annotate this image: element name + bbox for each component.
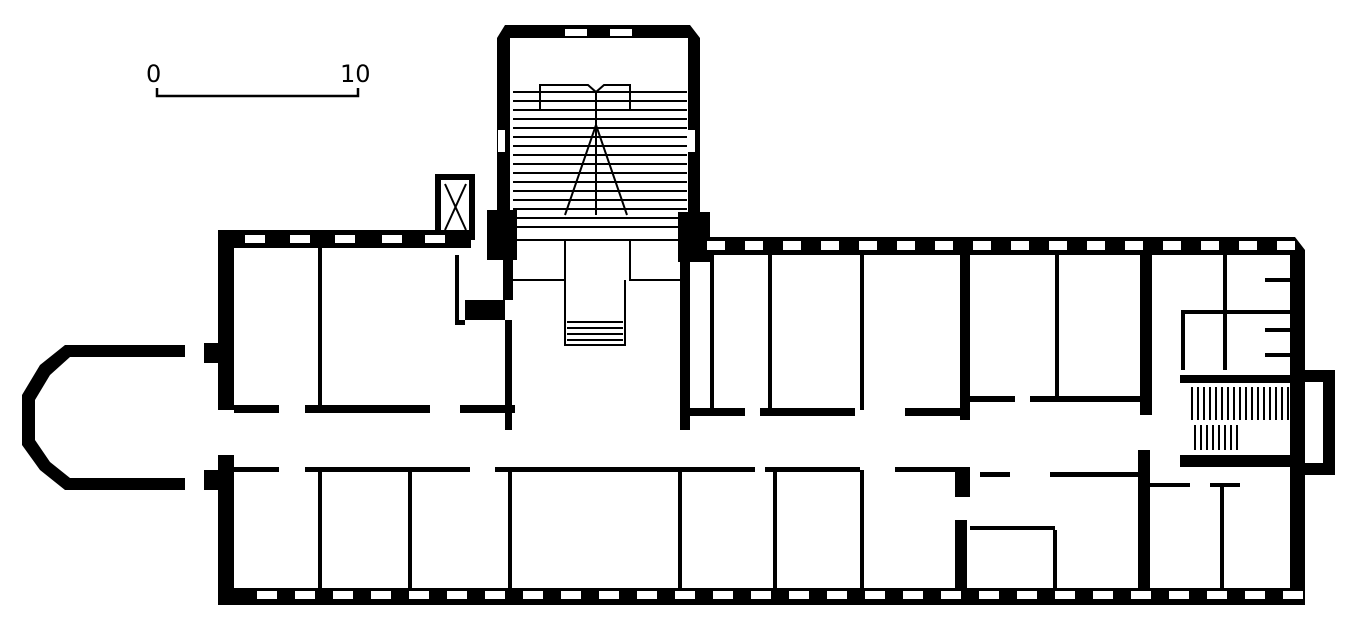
corridor-wall (690, 408, 745, 416)
entrance-stair-outline (512, 239, 680, 346)
window (751, 591, 771, 599)
corridor-wall (905, 408, 965, 416)
window (1017, 591, 1037, 599)
east-projection-bottom (1300, 463, 1335, 475)
partitions (318, 248, 1290, 590)
window (821, 241, 839, 250)
window (1011, 241, 1029, 250)
window (897, 241, 915, 250)
window (333, 591, 353, 599)
window (1087, 241, 1105, 250)
window (371, 591, 391, 599)
window (1049, 241, 1067, 250)
apse-wall (22, 345, 185, 490)
window (245, 235, 265, 243)
east-projection-side (1323, 370, 1335, 475)
corridor-wall (234, 467, 279, 472)
window (498, 130, 505, 152)
window (382, 235, 402, 243)
window (1283, 591, 1303, 599)
window (783, 241, 801, 250)
corridor-wall (970, 396, 1015, 402)
partition-wall (960, 250, 970, 420)
window (1207, 591, 1227, 599)
windows (245, 29, 1303, 599)
window (637, 591, 657, 599)
partition-wall (1140, 245, 1152, 415)
window (335, 235, 355, 243)
corridor-wall (234, 405, 279, 413)
stairs (512, 84, 1289, 450)
corridor-wall (1030, 396, 1140, 402)
window (688, 130, 695, 152)
window (1125, 241, 1143, 250)
east-wall (1290, 250, 1305, 602)
window (409, 591, 429, 599)
window (610, 29, 632, 36)
window (941, 591, 961, 599)
corridor-wall (1150, 483, 1190, 487)
partition-wall (1138, 450, 1150, 605)
window (425, 235, 445, 243)
corridor-wall (1050, 472, 1140, 477)
window (1277, 241, 1295, 250)
west-wall-south (218, 455, 234, 605)
corridor-wall (895, 467, 960, 472)
window (903, 591, 923, 599)
window (1239, 241, 1257, 250)
corridor-wall (1210, 483, 1240, 487)
corridor-wall (460, 405, 515, 413)
scale-start-label: 0 (146, 60, 161, 88)
window (745, 241, 763, 250)
elevator-cross-icon (444, 183, 467, 231)
window (523, 591, 543, 599)
stair-landing (539, 84, 631, 216)
window (290, 235, 310, 243)
corridor-wall (305, 467, 470, 472)
corridor-wall (680, 467, 755, 472)
window (827, 591, 847, 599)
window (713, 591, 733, 599)
window (565, 29, 587, 36)
window (865, 591, 885, 599)
window (447, 591, 467, 599)
window (935, 241, 953, 250)
window (295, 591, 315, 599)
vestibule-wall (455, 255, 512, 430)
window (789, 591, 809, 599)
window (1245, 591, 1265, 599)
window (707, 241, 725, 250)
scale-end-label: 10 (340, 60, 371, 88)
window (1131, 591, 1151, 599)
corridor-wall (305, 405, 430, 413)
corridor-wall (765, 467, 860, 472)
corridor-wall (495, 467, 685, 472)
window (1055, 591, 1075, 599)
window (1169, 591, 1189, 599)
window (599, 591, 619, 599)
window (675, 591, 695, 599)
scale-line (155, 88, 360, 98)
west-pier (204, 470, 220, 490)
partition-wall (955, 520, 967, 605)
window (485, 591, 505, 599)
window (561, 591, 581, 599)
window (979, 591, 999, 599)
window (859, 241, 877, 250)
window (1093, 591, 1113, 599)
corridor-wall-east-of-stair (680, 250, 690, 430)
window (973, 241, 991, 250)
stair-enclosure-top (1180, 375, 1295, 383)
stair-wall-left (503, 250, 513, 300)
west-wall-north (218, 230, 234, 410)
west-pier (204, 343, 220, 363)
scale-bar: 0 10 (146, 60, 371, 98)
corridor-wall (980, 472, 1010, 477)
corridor-wall (760, 408, 855, 416)
stair-enclosure-bottom (1180, 455, 1295, 467)
pier (955, 467, 970, 497)
window (1163, 241, 1181, 250)
window (257, 591, 277, 599)
window (1201, 241, 1219, 250)
